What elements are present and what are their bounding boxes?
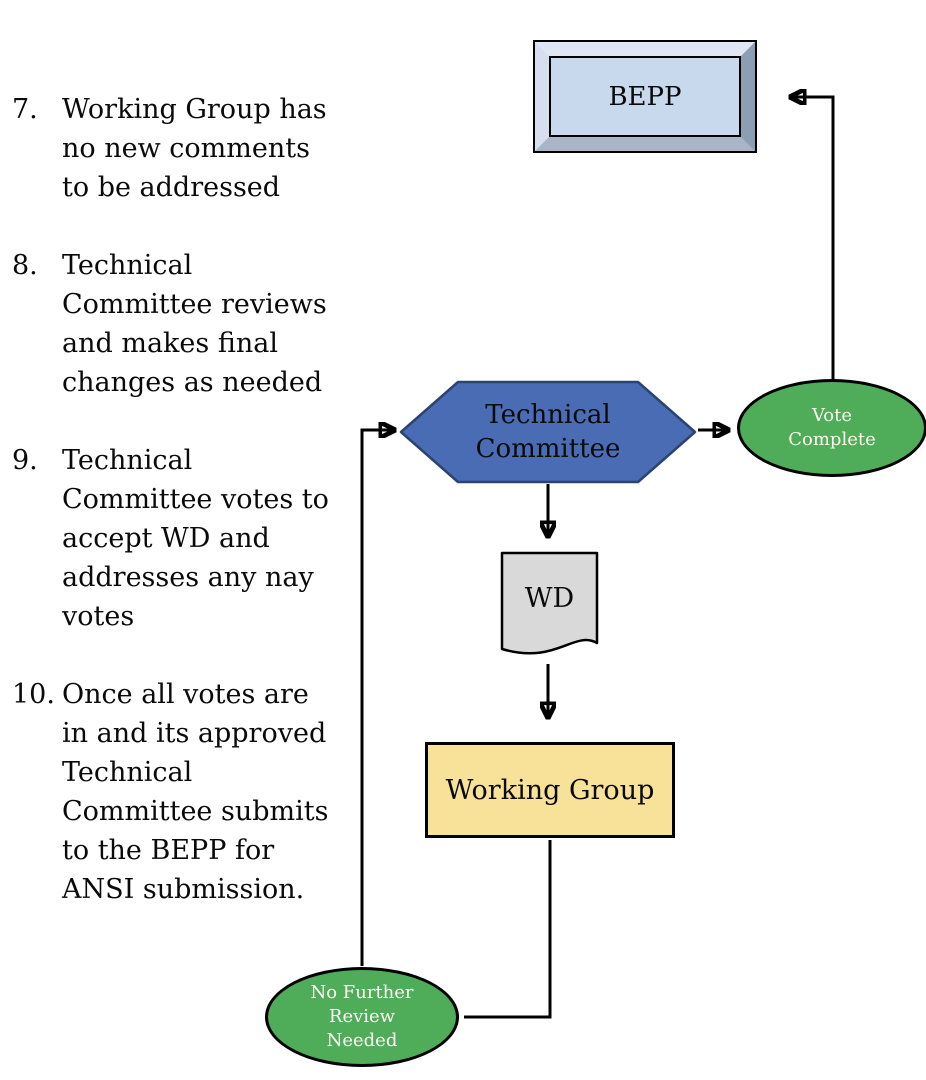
step-number: 8.: [12, 250, 38, 281]
technical-committee-node: Technical Committee: [399, 380, 697, 484]
step-item-9: 9. Technical Committee votes to accept W…: [12, 441, 384, 636]
bepp-inner-panel: BEPP: [549, 56, 741, 137]
wd-document-node: WD: [500, 551, 599, 669]
connector-working-group-to-no-further-review: [464, 840, 552, 1019]
bepp-bevel-frame: BEPP: [535, 42, 755, 151]
no-further-review-node: No Further Review Needed: [265, 967, 459, 1067]
step-text: Technical Committee votes to accept WD a…: [62, 445, 329, 632]
step-text: Technical Committee reviews and makes fi…: [62, 250, 327, 398]
step-text: Working Group has no new comments to be …: [62, 94, 327, 203]
hexagon-shape: [399, 380, 697, 484]
working-group-label: Working Group: [445, 774, 655, 806]
steps-list: 7. Working Group has no new comments to …: [12, 90, 384, 948]
connector-vote-complete-to-bepp: [791, 97, 835, 380]
wd-label: WD: [524, 582, 575, 614]
working-group-node: Working Group: [425, 742, 675, 838]
vote-complete-node: Vote Complete: [737, 379, 926, 477]
document-shape: [500, 551, 599, 655]
step-number: 9.: [12, 445, 38, 476]
step-item-8: 8. Technical Committee reviews and makes…: [12, 246, 384, 402]
step-item-10: 10. Once all votes are in and its approv…: [12, 675, 384, 909]
step-text: Once all votes are in and its approved T…: [62, 679, 329, 905]
bepp-label: BEPP: [608, 81, 682, 112]
technical-committee-label: Technical Committee: [475, 400, 621, 464]
vote-complete-label: Vote Complete: [788, 405, 876, 450]
step-number: 7.: [12, 94, 38, 125]
step-item-7: 7. Working Group has no new comments to …: [12, 90, 384, 207]
bepp-node: BEPP: [533, 40, 757, 153]
step-number: 10.: [12, 679, 55, 710]
no-further-review-label: No Further Review Needed: [310, 982, 414, 1051]
